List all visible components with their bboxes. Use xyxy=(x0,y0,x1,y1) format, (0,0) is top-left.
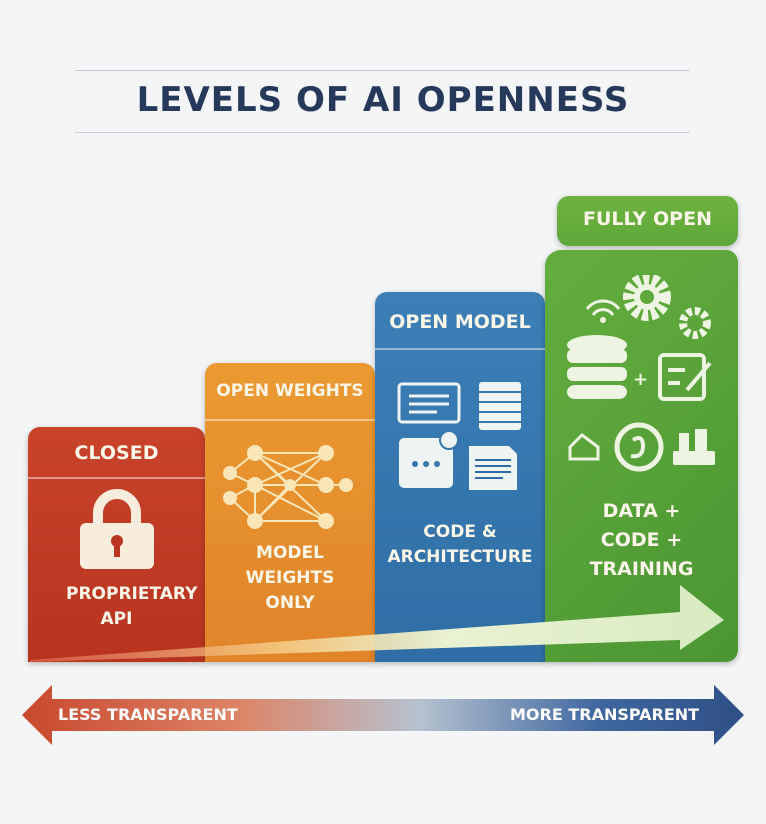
title-rule-bottom xyxy=(75,132,690,133)
code-documents-icon xyxy=(397,382,521,490)
svg-text:+: + xyxy=(633,369,648,390)
level-description: MODEL WEIGHTS ONLY xyxy=(245,543,335,613)
scale-label-left: LESS TRANSPARENT xyxy=(58,705,238,724)
lock-icon xyxy=(80,489,154,569)
level-description: DATA + CODE + TRAINING xyxy=(589,500,694,580)
level-fully-open-tab: FULLY OPEN xyxy=(557,196,738,246)
page-title: LEVELS OF AI OPENNESS xyxy=(136,80,630,120)
level-title: OPEN WEIGHTS xyxy=(205,363,375,421)
level-description: PROPRIETARY API xyxy=(66,584,198,629)
level-open-model: OPEN MODEL CODE & ARCHITECTURE xyxy=(375,292,545,662)
database-gears-icon: + xyxy=(567,275,715,472)
level-title: OPEN MODEL xyxy=(375,292,545,350)
level-title: CLOSED xyxy=(28,427,205,479)
title-rule-top xyxy=(75,70,690,71)
level-title: FULLY OPEN xyxy=(583,208,712,230)
scale-label-right: MORE TRANSPARENT xyxy=(510,705,700,724)
level-fully-open: + DATA + CODE + TRAINING xyxy=(545,250,738,662)
level-description: CODE & ARCHITECTURE xyxy=(387,522,533,567)
level-open-weights: OPEN WEIGHTS MODEL WEIGHTS ONLY xyxy=(205,363,375,662)
transparency-scale-arrow xyxy=(22,685,744,745)
level-closed: CLOSED PROPRIETARY API xyxy=(28,427,205,662)
neural-network-icon xyxy=(223,445,353,529)
